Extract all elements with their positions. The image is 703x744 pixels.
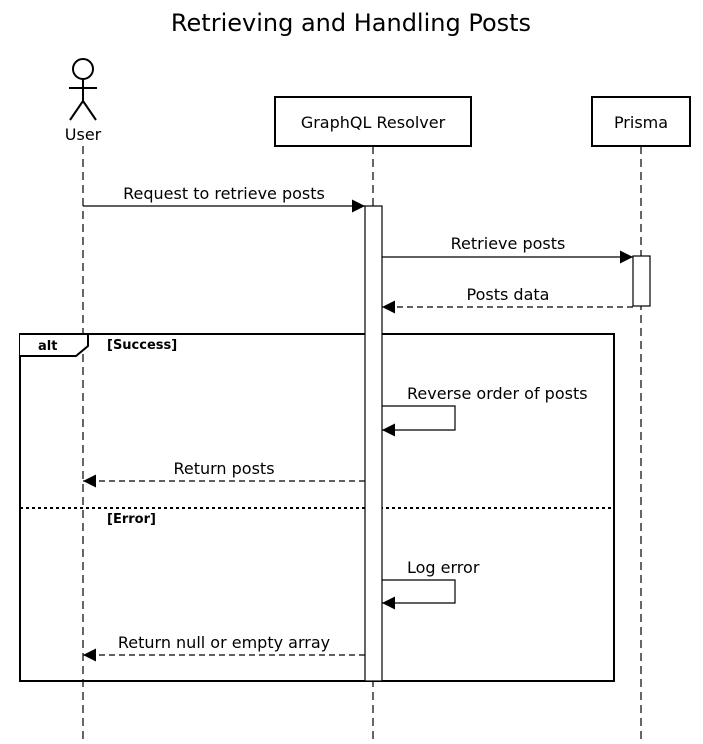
alt-fragment-tab <box>20 333 89 357</box>
resolver-participant-box <box>274 96 472 147</box>
resolver-activation-bar <box>364 205 383 682</box>
log-error-self-arrow <box>382 579 456 610</box>
resolver-participant-label: GraphQL Resolver <box>301 113 446 132</box>
prisma-participant-label: Prisma <box>614 113 668 132</box>
posts-data-label: Posts data <box>467 285 550 304</box>
diagram-title: Retrieving and Handling Posts <box>171 9 531 37</box>
user-participant-label: User <box>65 125 102 144</box>
reverse-self-arrow <box>382 405 456 437</box>
success-guard-label: [Success] <box>107 338 177 353</box>
user-actor-icon <box>69 58 97 121</box>
retrieve-label: Retrieve posts <box>451 234 566 253</box>
reverse-label: Reverse order of posts <box>407 384 588 403</box>
request-label: Request to retrieve posts <box>123 184 325 203</box>
error-guard-label: [Error] <box>107 512 156 527</box>
prisma-activation-bar <box>632 255 651 307</box>
return-null-label: Return null or empty array <box>118 633 330 652</box>
prisma-participant-box <box>591 96 691 147</box>
return-posts-label: Return posts <box>173 459 274 478</box>
log-error-label: Log error <box>407 558 480 577</box>
alt-operator-label: alt <box>38 339 57 354</box>
